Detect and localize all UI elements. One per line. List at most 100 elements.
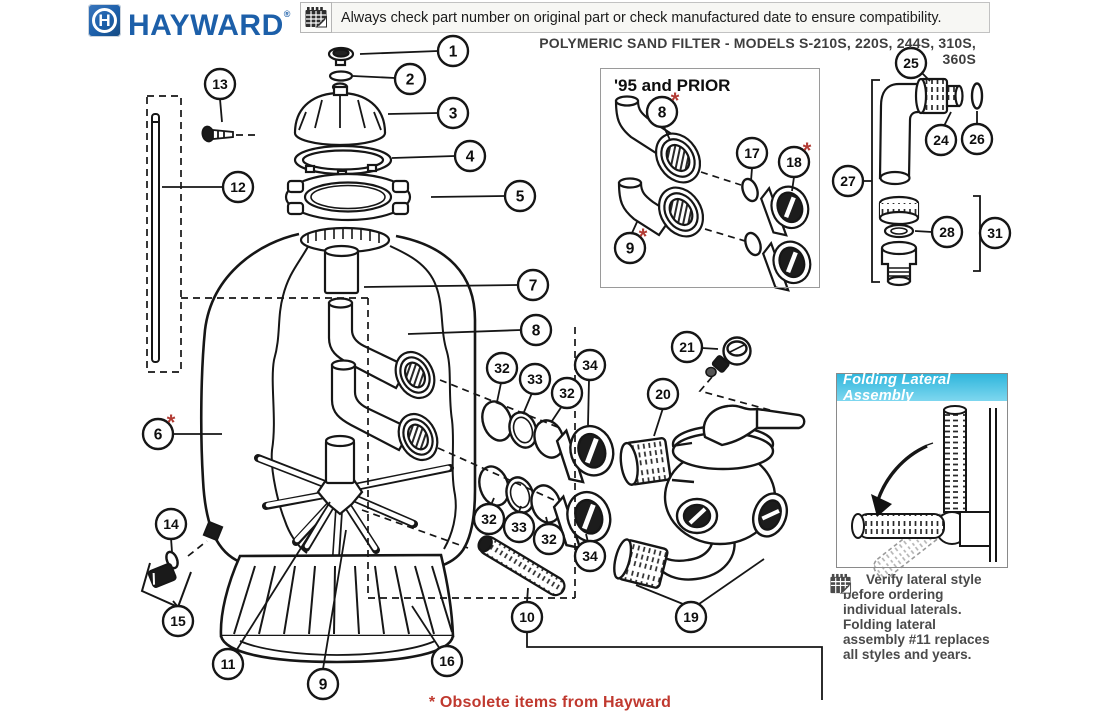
- callout-4[interactable]: 4: [453, 139, 487, 173]
- svg-text:33: 33: [527, 371, 543, 387]
- lateral-note-line: all styles and years.: [843, 647, 972, 662]
- callout-7[interactable]: 7: [516, 268, 550, 302]
- callout-24[interactable]: 24: [924, 123, 958, 157]
- callout-17[interactable]: 17: [735, 136, 769, 170]
- lateral-note-line: Verify lateral style: [866, 572, 982, 587]
- self-tapping-screw: [201, 125, 234, 143]
- threaded-lateral: [477, 535, 566, 597]
- callout-8[interactable]: 8*: [645, 88, 680, 129]
- callout-25[interactable]: 25: [894, 46, 928, 80]
- svg-text:32: 32: [494, 360, 510, 376]
- svg-text:8: 8: [658, 105, 667, 122]
- compatibility-notice: Always check part number on original par…: [300, 2, 990, 33]
- callout-31[interactable]: 31: [978, 216, 1012, 250]
- obsolete-note: * Obsolete items from Hayward: [428, 694, 672, 711]
- callout-19[interactable]: 19: [674, 600, 708, 634]
- svg-text:18: 18: [786, 154, 802, 170]
- svg-text:32: 32: [481, 511, 497, 527]
- callout-12[interactable]: 12: [221, 170, 255, 204]
- svg-text:2: 2: [406, 72, 415, 89]
- callout-11[interactable]: 11: [211, 647, 245, 681]
- svg-text:4: 4: [466, 149, 475, 166]
- svg-text:34: 34: [582, 548, 598, 564]
- svg-text:28: 28: [939, 224, 955, 240]
- svg-text:13: 13: [212, 76, 228, 92]
- callout-16[interactable]: 16: [430, 644, 464, 678]
- callout-26[interactable]: 26: [960, 122, 994, 156]
- callout-8[interactable]: 8: [519, 313, 553, 347]
- svg-text:25: 25: [903, 55, 919, 71]
- svg-text:21: 21: [679, 339, 695, 355]
- callout-6[interactable]: 6*: [141, 410, 176, 451]
- internal-piping: [254, 297, 454, 560]
- svg-text:16: 16: [439, 653, 455, 669]
- model-subtitle: POLYMERIC SAND FILTER - MODELS S-210S, 2…: [539, 35, 976, 67]
- tank-neck-and-piezometer-pipe: [299, 226, 391, 295]
- prior-95-inset-box: '95 and PRIOR: [600, 68, 820, 288]
- hayward-logo-icon: H: [88, 3, 121, 37]
- hayward-wordmark: HAYWARD®: [128, 9, 291, 42]
- obsolete-asterisk: *: [803, 138, 812, 163]
- obsolete-asterisk: *: [671, 88, 680, 113]
- prior-95-parts: [614, 95, 812, 292]
- callout-28[interactable]: 28: [930, 215, 964, 249]
- callout-13[interactable]: 13: [203, 67, 237, 101]
- svg-text:19: 19: [683, 609, 699, 625]
- callout-32[interactable]: 32: [485, 351, 519, 385]
- obsolete-asterisk: *: [639, 224, 648, 249]
- callout-32[interactable]: 32: [532, 522, 566, 556]
- svg-text:11: 11: [221, 656, 236, 672]
- svg-text:33: 33: [511, 519, 527, 535]
- pressure-gauge: [705, 336, 752, 378]
- svg-text:9: 9: [626, 241, 635, 258]
- svg-text:31: 31: [987, 225, 1003, 241]
- callout-32[interactable]: 32: [472, 502, 506, 536]
- lateral-note-line: before ordering: [843, 587, 944, 602]
- callout-32[interactable]: 32: [550, 376, 584, 410]
- callout-9[interactable]: 9: [306, 667, 340, 701]
- callout-34[interactable]: 34: [573, 539, 607, 573]
- callout-3[interactable]: 3: [436, 96, 470, 130]
- callout-20[interactable]: 20: [646, 377, 680, 411]
- callout-33[interactable]: 33: [518, 362, 552, 396]
- svg-text:15: 15: [170, 613, 186, 629]
- callout-9[interactable]: 9*: [613, 224, 648, 265]
- svg-text:9: 9: [319, 677, 328, 694]
- svg-text:1: 1: [449, 44, 458, 61]
- callout-14[interactable]: 14: [154, 507, 188, 541]
- svg-text:34: 34: [582, 357, 598, 373]
- callout-33[interactable]: 33: [502, 510, 536, 544]
- air-relief-strainer-pipe: [151, 113, 160, 363]
- svg-text:14: 14: [163, 516, 179, 532]
- callout-34[interactable]: 34: [573, 348, 607, 382]
- callout-27[interactable]: 27: [831, 164, 865, 198]
- lateral-note-line: Folding lateral: [843, 617, 936, 632]
- svg-text:3: 3: [449, 106, 458, 123]
- callout-leader-lines: [162, 50, 978, 700]
- callout-15[interactable]: 15: [161, 604, 195, 638]
- svg-text:32: 32: [541, 531, 557, 547]
- callout-2[interactable]: 2: [393, 62, 427, 96]
- callout-5[interactable]: 5: [503, 179, 537, 213]
- assembly-dashed-lines: [146, 95, 778, 599]
- calendar-icon: [300, 2, 332, 33]
- lateral-note-line: assembly #11 replaces: [843, 632, 990, 647]
- callout-21[interactable]: 21: [670, 330, 704, 364]
- prior-95-title: '95 and PRIOR: [614, 76, 731, 95]
- svg-text:27: 27: [840, 173, 856, 189]
- callout-10[interactable]: 10: [510, 600, 544, 634]
- hayward-logo: H HAYWARD®: [88, 3, 290, 42]
- svg-text:8: 8: [532, 323, 541, 340]
- folding-lateral-box: Folding Lateral Assembly: [836, 372, 1008, 568]
- svg-text:17: 17: [744, 145, 760, 161]
- callout-1[interactable]: 1: [436, 34, 470, 68]
- lateral-note-line: individual laterals.: [843, 602, 962, 617]
- calendar-icon: [830, 573, 852, 594]
- callout-18[interactable]: 18*: [777, 138, 812, 179]
- svg-text:6: 6: [154, 427, 163, 444]
- multiport-valve: [613, 404, 806, 589]
